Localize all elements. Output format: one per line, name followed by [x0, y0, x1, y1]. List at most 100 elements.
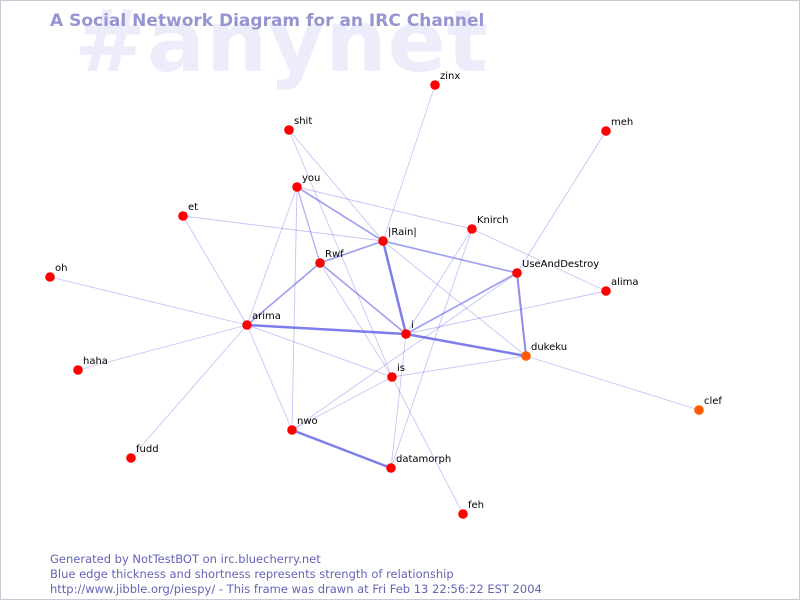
- edge-arima-i: [245, 323, 408, 336]
- node-dot-zinx: [430, 80, 440, 90]
- edge-you-rain: [296, 186, 384, 242]
- edge-rain-i: [381, 239, 408, 336]
- node-label-clef: clef: [704, 396, 722, 407]
- node-i: i: [401, 320, 414, 339]
- edge-rain-useanddestroy: [382, 240, 518, 274]
- footer: Generated by NotTestBOT on irc.bluecherr…: [50, 552, 542, 597]
- node-dot-oh: [45, 272, 55, 282]
- node-dot-feh: [458, 509, 468, 519]
- node-label-zinx: zinx: [440, 71, 460, 82]
- node-fudd: fudd: [126, 444, 159, 463]
- node-label-shit: shit: [294, 116, 312, 127]
- node-dot-i: [401, 329, 411, 339]
- node-dot-shit: [284, 125, 294, 135]
- footer-generated-by: Generated by NotTestBOT on irc.bluecherr…: [50, 552, 321, 566]
- edge-rwf-is: [319, 262, 393, 378]
- channel-watermark: #anynet: [74, 0, 490, 92]
- edge-arima-haha: [77, 324, 248, 371]
- node-label-datamorph: datamorph: [396, 454, 451, 465]
- edge-is-dukeku: [391, 355, 527, 378]
- edge-you-arima: [246, 186, 298, 326]
- node-label-i: i: [411, 320, 414, 331]
- edge-rwf-i: [319, 262, 407, 335]
- node-feh: feh: [458, 500, 484, 519]
- node-label-knirch: Knirch: [477, 215, 508, 226]
- node-knirch: Knirch: [467, 215, 508, 234]
- node-label-useanddestroy: UseAndDestroy: [522, 259, 599, 270]
- edge-useanddestroy-dukeku: [515, 271, 528, 358]
- edge-dukeku-clef: [525, 355, 700, 411]
- node-dot-nwo: [287, 425, 297, 435]
- node-useanddestroy: UseAndDestroy: [512, 259, 599, 278]
- node-label-haha: haha: [83, 356, 108, 367]
- node-zinx: zinx: [430, 71, 460, 90]
- edge-rwf-rain: [319, 240, 384, 264]
- node-dot-knirch: [467, 224, 477, 234]
- edge-knirch-datamorph: [390, 228, 473, 469]
- edge-et-rain: [182, 215, 384, 242]
- edge-arima-fudd: [130, 324, 248, 459]
- node-label-fudd: fudd: [136, 444, 159, 455]
- footer-link-timestamp: http://www.jibble.org/piespy/ - This fra…: [50, 582, 542, 596]
- diagram-title: A Social Network Diagram for an IRC Chan…: [50, 11, 485, 31]
- edge-i-useanddestroy: [405, 272, 518, 335]
- edge-you-knirch: [296, 186, 473, 230]
- node-oh: oh: [45, 263, 67, 282]
- edge-meh-useanddestroy: [516, 130, 607, 274]
- node-rwf: Rwf: [315, 249, 344, 268]
- node-dot-you: [292, 182, 302, 192]
- node-dot-datamorph: [386, 463, 396, 473]
- node-label-you: you: [302, 173, 320, 184]
- node-alima: alima: [601, 277, 639, 296]
- node-haha: haha: [73, 356, 108, 375]
- node-dot-rain: [378, 236, 388, 246]
- edge-knirch-i: [405, 228, 473, 335]
- node-is: is: [387, 363, 405, 382]
- edge-shit-is: [288, 129, 393, 378]
- node-meh: meh: [601, 117, 633, 136]
- node-clef: clef: [694, 396, 722, 415]
- node-you: you: [292, 173, 320, 192]
- node-dot-alima: [601, 286, 611, 296]
- node-label-dukeku: dukeku: [531, 342, 567, 353]
- node-label-feh: feh: [468, 500, 484, 511]
- node-label-nwo: nwo: [297, 416, 318, 427]
- edge-nwo-useanddestroy: [291, 272, 518, 431]
- node-dot-useanddestroy: [512, 268, 522, 278]
- node-dot-fudd: [126, 453, 136, 463]
- node-dukeku: dukeku: [521, 342, 567, 361]
- node-rain: |Rain|: [378, 227, 417, 246]
- edge-i-datamorph: [390, 333, 407, 469]
- edge-knirch-alima: [471, 228, 607, 292]
- node-dot-is: [387, 372, 397, 382]
- node-dot-haha: [73, 365, 83, 375]
- edge-et-arima: [182, 215, 248, 326]
- edge-rain-dukeku: [382, 240, 527, 357]
- edge-i-alima: [405, 290, 607, 335]
- node-label-arima: arima: [252, 311, 281, 322]
- edge-zinx-rain: [382, 84, 436, 242]
- node-shit: shit: [284, 116, 312, 135]
- edge-you-rwf: [296, 186, 321, 264]
- edge-i-dukeku: [404, 332, 528, 358]
- edge-shit-rain: [288, 129, 384, 242]
- node-dot-dukeku: [521, 351, 531, 361]
- node-label-rwf: Rwf: [325, 249, 344, 260]
- node-dot-rwf: [315, 258, 325, 268]
- edge-layer: [49, 84, 700, 515]
- node-et: et: [178, 202, 198, 221]
- node-dot-clef: [694, 405, 704, 415]
- node-nwo: nwo: [287, 416, 318, 435]
- node-label-is: is: [397, 363, 405, 374]
- edge-is-feh: [391, 376, 464, 515]
- node-datamorph: datamorph: [386, 454, 451, 473]
- node-label-rain: |Rain|: [388, 227, 417, 238]
- edge-is-nwo: [291, 376, 393, 431]
- node-dot-arima: [242, 320, 252, 330]
- node-layer: zinx meh shit you et |Rain| KnirchRwfUseAndDes…: [45, 71, 722, 519]
- footer-legend-note: Blue edge thickness and shortness repres…: [50, 567, 454, 581]
- node-label-alima: alima: [611, 277, 639, 288]
- node-label-oh: oh: [55, 263, 67, 274]
- node-label-et: et: [188, 202, 198, 213]
